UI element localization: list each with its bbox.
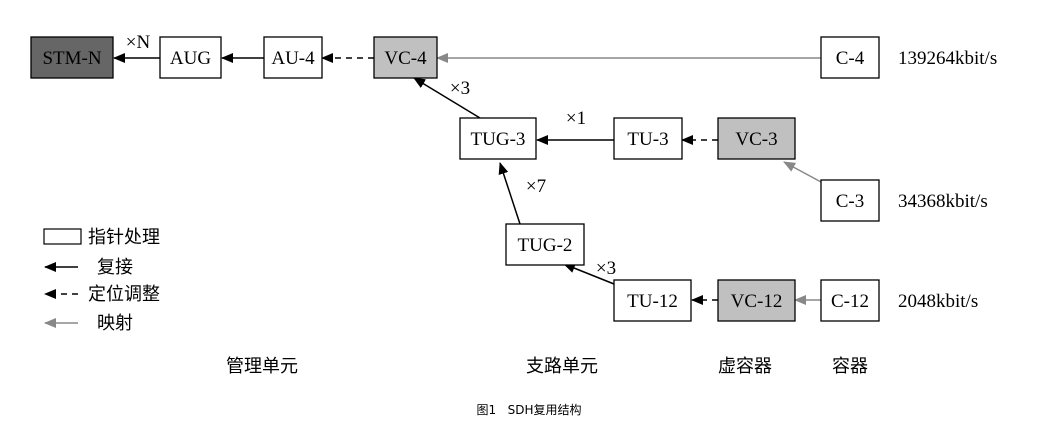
stm-n-box: STM-N (30, 36, 114, 79)
category-management: 管理单元 (226, 356, 298, 377)
multiplier-tu12-tug2: ×3 (596, 258, 616, 279)
tu12-box: TU-12 (613, 279, 692, 322)
mux-line-tug2-tug3 (498, 162, 521, 225)
figure-caption: 图1 SDH复用结构 (477, 402, 582, 417)
svg-text:C-12: C-12 (831, 291, 869, 312)
rate-c12: 2048kbit/s (898, 291, 978, 312)
category-tributary: 支路单元 (526, 356, 598, 377)
tug3-box: TUG-3 (459, 117, 537, 160)
legend-pointer-label: 指针处理 (88, 227, 160, 248)
svg-text:TU-3: TU-3 (627, 129, 668, 150)
svg-text:TUG-2: TUG-2 (518, 235, 573, 256)
svg-text:STM-N: STM-N (42, 48, 101, 69)
svg-text:TUG-3: TUG-3 (471, 129, 526, 150)
vc4-box: VC-4 (373, 36, 438, 79)
rate-c3: 34368kbit/s (898, 191, 988, 212)
legend: 指针处理 复接 定位调整 映射 (43, 227, 160, 334)
svg-text:VC-4: VC-4 (384, 48, 427, 69)
c12-box: C-12 (820, 279, 880, 322)
category-container: 容器 (832, 356, 868, 377)
tu3-box: TU-3 (613, 117, 683, 160)
legend-multiplex-label: 复接 (97, 257, 133, 278)
c3-box: C-3 (820, 179, 880, 222)
legend-pointer-swatch (43, 228, 82, 245)
legend-align-label: 定位调整 (88, 284, 160, 305)
svg-text:C-4: C-4 (836, 48, 865, 69)
mux-line-tug3-vc4 (413, 77, 481, 119)
category-virtual: 虚容器 (718, 356, 772, 377)
aug-box: AUG (159, 36, 222, 79)
map-line-c3-vc3 (783, 161, 822, 183)
c4-box: C-4 (820, 36, 880, 79)
svg-text:C-3: C-3 (836, 191, 865, 212)
svg-text:AU-4: AU-4 (271, 48, 315, 69)
svg-text:AUG: AUG (170, 48, 211, 69)
multiplier-aug-stm: ×N (126, 32, 151, 53)
vc12-box: VC-12 (717, 279, 796, 322)
multiplier-tug3-vc4: ×3 (450, 78, 470, 99)
vc3-box: VC-3 (717, 117, 796, 160)
rate-c4: 139264kbit/s (898, 48, 997, 69)
tug2-box: TUG-2 (505, 223, 585, 266)
multiplier-tu3-tug3: ×1 (566, 108, 586, 129)
mux-line-tu12-tug2 (563, 263, 615, 285)
svg-text:VC-12: VC-12 (731, 291, 783, 312)
svg-text:TU-12: TU-12 (627, 291, 678, 312)
legend-map-label: 映射 (97, 313, 133, 334)
svg-text:VC-3: VC-3 (735, 129, 777, 150)
multiplier-tug2-tug3: ×7 (526, 176, 546, 197)
au4-box: AU-4 (263, 36, 323, 79)
